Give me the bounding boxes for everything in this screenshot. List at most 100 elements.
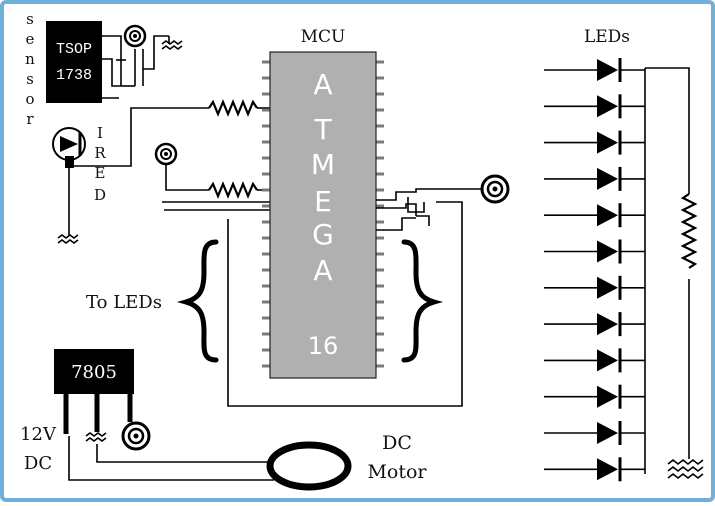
chip-letter: E (314, 185, 332, 218)
led-array (544, 58, 645, 482)
ired-letter: E (95, 164, 106, 182)
mcu-title: MCU (301, 27, 346, 47)
sensor-letter: s (26, 70, 34, 88)
mcu-pin (376, 284, 384, 288)
regulator-pins (63, 394, 133, 434)
mcu-pin (376, 76, 384, 80)
ired-led (52, 127, 86, 168)
ired-letter: I (97, 124, 103, 142)
terminal-icon (123, 24, 147, 48)
supply-type-label: DC (24, 453, 52, 474)
mcu-pin (376, 172, 384, 176)
mcu-pin (376, 92, 384, 96)
led-diode (544, 384, 645, 409)
wire (102, 35, 122, 60)
mcu-pin (376, 300, 384, 304)
mcu-pin (262, 108, 270, 112)
dc-motor-icon (266, 441, 352, 491)
terminal-icon (154, 142, 178, 166)
wire (143, 35, 169, 70)
ground-icon (57, 234, 79, 244)
mcu-pin (376, 332, 384, 336)
chip-letter: A (313, 68, 332, 101)
mcu-pin (262, 284, 270, 288)
mcu-pin (376, 140, 384, 144)
to-leds-label: To LEDs (86, 292, 162, 313)
led-diode (544, 239, 645, 264)
ired-label: I R E D (94, 124, 106, 204)
mcu-pin (376, 364, 384, 368)
mcu-pin (376, 236, 384, 240)
mcu-pin (262, 364, 270, 368)
resistor-ired (208, 99, 270, 117)
tsop-label: TSOP (56, 41, 92, 58)
mcu-pin (376, 156, 384, 160)
mcu-chip (269, 51, 377, 379)
led-diode (544, 130, 645, 155)
ired-letter: R (94, 144, 106, 162)
led-diode-icon (597, 59, 618, 81)
mcu-pin (262, 92, 270, 96)
motor-label: Motor (367, 461, 427, 483)
mcu-pin (376, 124, 384, 128)
leds-title: LEDs (584, 27, 630, 47)
led-diode (544, 275, 645, 300)
mcu-pin (262, 188, 270, 192)
mcu-pin (376, 108, 384, 112)
led-diode-icon (597, 458, 618, 481)
led-diode-icon (597, 131, 618, 154)
led-diode-icon (597, 385, 618, 408)
led-diode (544, 312, 645, 337)
sensor-letter: n (25, 50, 35, 68)
ired-letter: D (94, 186, 106, 204)
mcu-pin (376, 220, 384, 224)
led-diode-icon (597, 349, 618, 372)
led-diode (544, 166, 645, 191)
tsop-body (46, 21, 102, 103)
mcu-chip-label: A T M E G A 16 (308, 68, 339, 360)
mcu-pin (262, 236, 270, 240)
mcu-pin (262, 300, 270, 304)
mcu-pin (262, 332, 270, 336)
mcu-pin (376, 60, 384, 64)
led-diode-icon (597, 313, 618, 336)
resistor-led (680, 193, 698, 269)
mcu-pin (376, 348, 384, 352)
chip-letter: A (313, 254, 332, 287)
mcu-pin (262, 220, 270, 224)
mcu-pin (262, 348, 270, 352)
led-diode (544, 348, 645, 373)
wire (102, 58, 121, 87)
mcu-pin (262, 156, 270, 160)
left-brace-icon (176, 239, 219, 363)
led-diode-icon (597, 276, 618, 299)
tsop-label: 1738 (56, 67, 92, 84)
right-brace-icon (401, 239, 444, 363)
tsop-sensor: TSOP 1738 (46, 21, 102, 103)
ground-icon (667, 458, 704, 480)
ground-icon (161, 40, 183, 50)
mcu-pins (262, 60, 384, 368)
sensor-letter: s (26, 10, 34, 28)
mcu-pin (376, 268, 384, 272)
led-diode-icon (597, 204, 618, 227)
mcu-pin (262, 76, 270, 80)
chip-letter: T (313, 113, 332, 146)
loop-wiring (227, 201, 463, 407)
led-bus-wiring (644, 67, 690, 474)
sensor-label: s e n s o r (25, 10, 35, 128)
circuit-svg: s e n s o r TSOP 1738 I (20, 10, 704, 491)
led-diode (544, 457, 645, 482)
chip-letter: M (311, 148, 335, 181)
motor-label: DC (382, 432, 412, 454)
regulator-7805: 7805 (54, 349, 134, 394)
mcu-pin (262, 204, 270, 208)
led-diode-icon (597, 95, 618, 118)
tsop-wiring (102, 35, 170, 87)
led-diode-icon (597, 167, 618, 190)
sensor-letter: r (26, 110, 34, 128)
sensor-letter: e (26, 30, 35, 48)
terminal-icon (121, 421, 151, 451)
chip-letter: G (312, 218, 334, 251)
